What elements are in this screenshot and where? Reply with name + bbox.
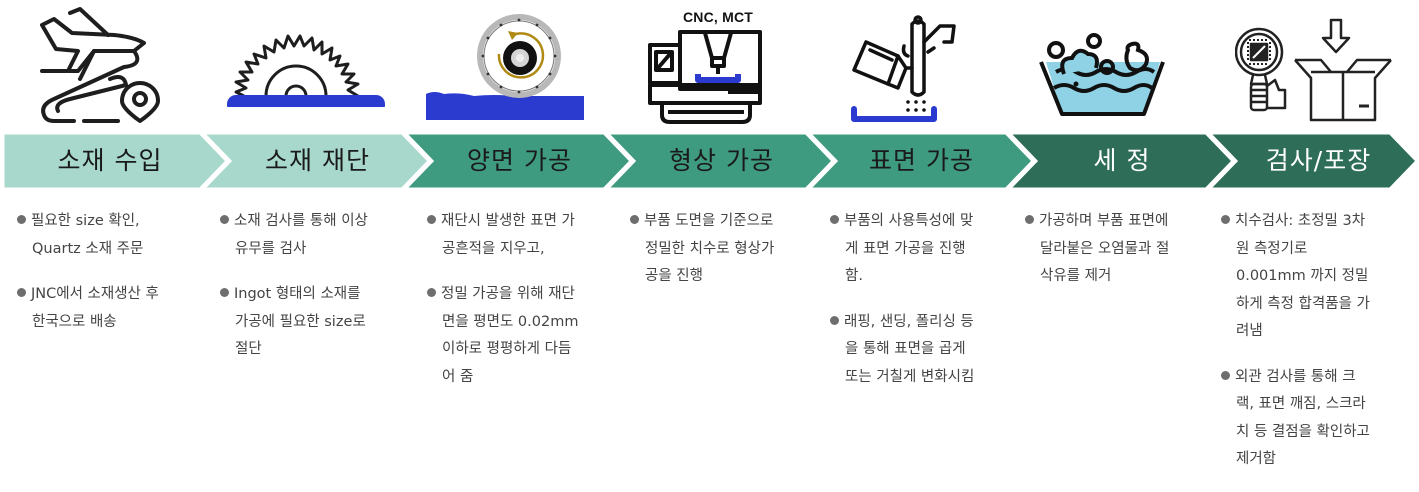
step-label-cleaning: 세 정 — [1093, 146, 1151, 175]
cnc-machine-icon — [648, 30, 763, 125]
step-arrow-1 — [1, 131, 230, 191]
bullet-item: Ingot 형태의 소재를 가공에 필요한 size로 절단 — [220, 281, 368, 364]
bullet-dot-icon — [830, 315, 839, 325]
step-arrow-6 — [1005, 131, 1236, 191]
bullet-item: 가공하며 부품 표면에 달라붙은 오염물과 절삭유를 제거 — [1025, 208, 1177, 291]
step-label-material-cutting: 소재 재단 — [265, 146, 370, 175]
bullet-dot-icon — [220, 215, 229, 224]
grinding-wheel-icon — [424, 14, 589, 124]
bullet-item: 정밀 가공을 위해 재단면을 평면도 0.02mm 이하로 평평하게 다듬어 줌 — [427, 281, 579, 391]
step-label-surface: 표면 가공 — [869, 146, 974, 175]
bullet-dot-icon — [630, 215, 639, 224]
step-2-description: 소재 검사를 통해 이상유무를 검사 Ingot 형태의 소재를 가공에 필요한… — [220, 208, 368, 382]
step-label-double-side: 양면 가공 — [467, 146, 572, 175]
bullet-item: 부품 도면을 기준으로 정밀한 치수로 형상가공을 진행 — [630, 208, 782, 291]
bullet-item: 소재 검사를 통해 이상유무를 검사 — [220, 208, 368, 263]
step-label-shape-machining: 형상 가공 — [669, 146, 774, 175]
bullet-dot-icon — [220, 288, 229, 297]
step-7-description: 치수검사: 초정밀 3차원 측정기로 0.001mm 까지 정밀하게 측정 합격… — [1221, 208, 1373, 492]
step-3-description: 재단시 발생한 표면 가공흔적을 지우고, 정밀 가공을 위해 재단면을 평면도… — [427, 208, 579, 409]
bullet-dot-icon — [427, 288, 436, 297]
bullet-dot-icon — [427, 215, 436, 224]
step-label-material-import: 소재 수입 — [57, 146, 163, 175]
bullet-dot-icon — [17, 288, 26, 297]
circular-saw-icon — [222, 32, 387, 107]
washing-basin-icon — [1038, 28, 1168, 120]
step-label-inspection-packaging: 검사/포장 — [1265, 146, 1372, 175]
bullet-dot-icon — [1025, 215, 1034, 224]
bullet-dot-icon — [1221, 370, 1230, 380]
step-arrow-7 — [1205, 131, 1419, 191]
bullet-item: 외관 검사를 통해 크랙, 표면 깨짐, 스크라치 등 결점을 확인하고 제거함 — [1221, 364, 1373, 474]
bullet-dot-icon — [17, 215, 26, 224]
step-5-description: 부품의 사용특성에 맞게 표면 가공을 진행함. 래핑, 샌딩, 폴리싱 등을 … — [830, 208, 978, 409]
bullet-dot-icon — [1221, 215, 1230, 224]
bullet-dot-icon — [830, 215, 839, 224]
step-4-description: 부품 도면을 기준으로 정밀한 치수로 형상가공을 진행 — [630, 208, 782, 309]
step-6-description: 가공하며 부품 표면에 달라붙은 오염물과 절삭유를 제거 — [1025, 208, 1177, 309]
bullet-item: 필요한 size 확인, Quartz 소재 주문 — [17, 208, 167, 263]
bullet-item: 재단시 발생한 표면 가공흔적을 지우고, — [427, 208, 579, 263]
step-arrow-5 — [805, 131, 1036, 191]
bullet-item: 부품의 사용특성에 맞게 표면 가공을 진행함. — [830, 208, 978, 291]
step-arrow-2 — [199, 131, 432, 191]
inspection-packaging-icon — [1235, 18, 1395, 123]
step-1-description: 필요한 size 확인, Quartz 소재 주문 JNC에서 소재생산 후 한… — [17, 208, 167, 354]
bullet-item: 치수검사: 초정밀 3차원 측정기로 0.001mm 까지 정밀하게 측정 합격… — [1221, 208, 1373, 346]
step-arrow-4 — [603, 131, 836, 191]
step-arrow-3 — [401, 131, 634, 191]
airplane-route-icon — [34, 5, 169, 125]
bullet-item: 래핑, 샌딩, 폴리싱 등을 통해 표면을 곱게 또는 거칠게 변화시킴 — [830, 309, 978, 392]
bullet-item: JNC에서 소재생산 후 한국으로 배송 — [17, 281, 167, 336]
cnc-mct-label: CNC, MCT — [683, 9, 754, 25]
process-flow-bar — [1, 131, 1419, 191]
sandblasting-icon — [848, 12, 963, 122]
